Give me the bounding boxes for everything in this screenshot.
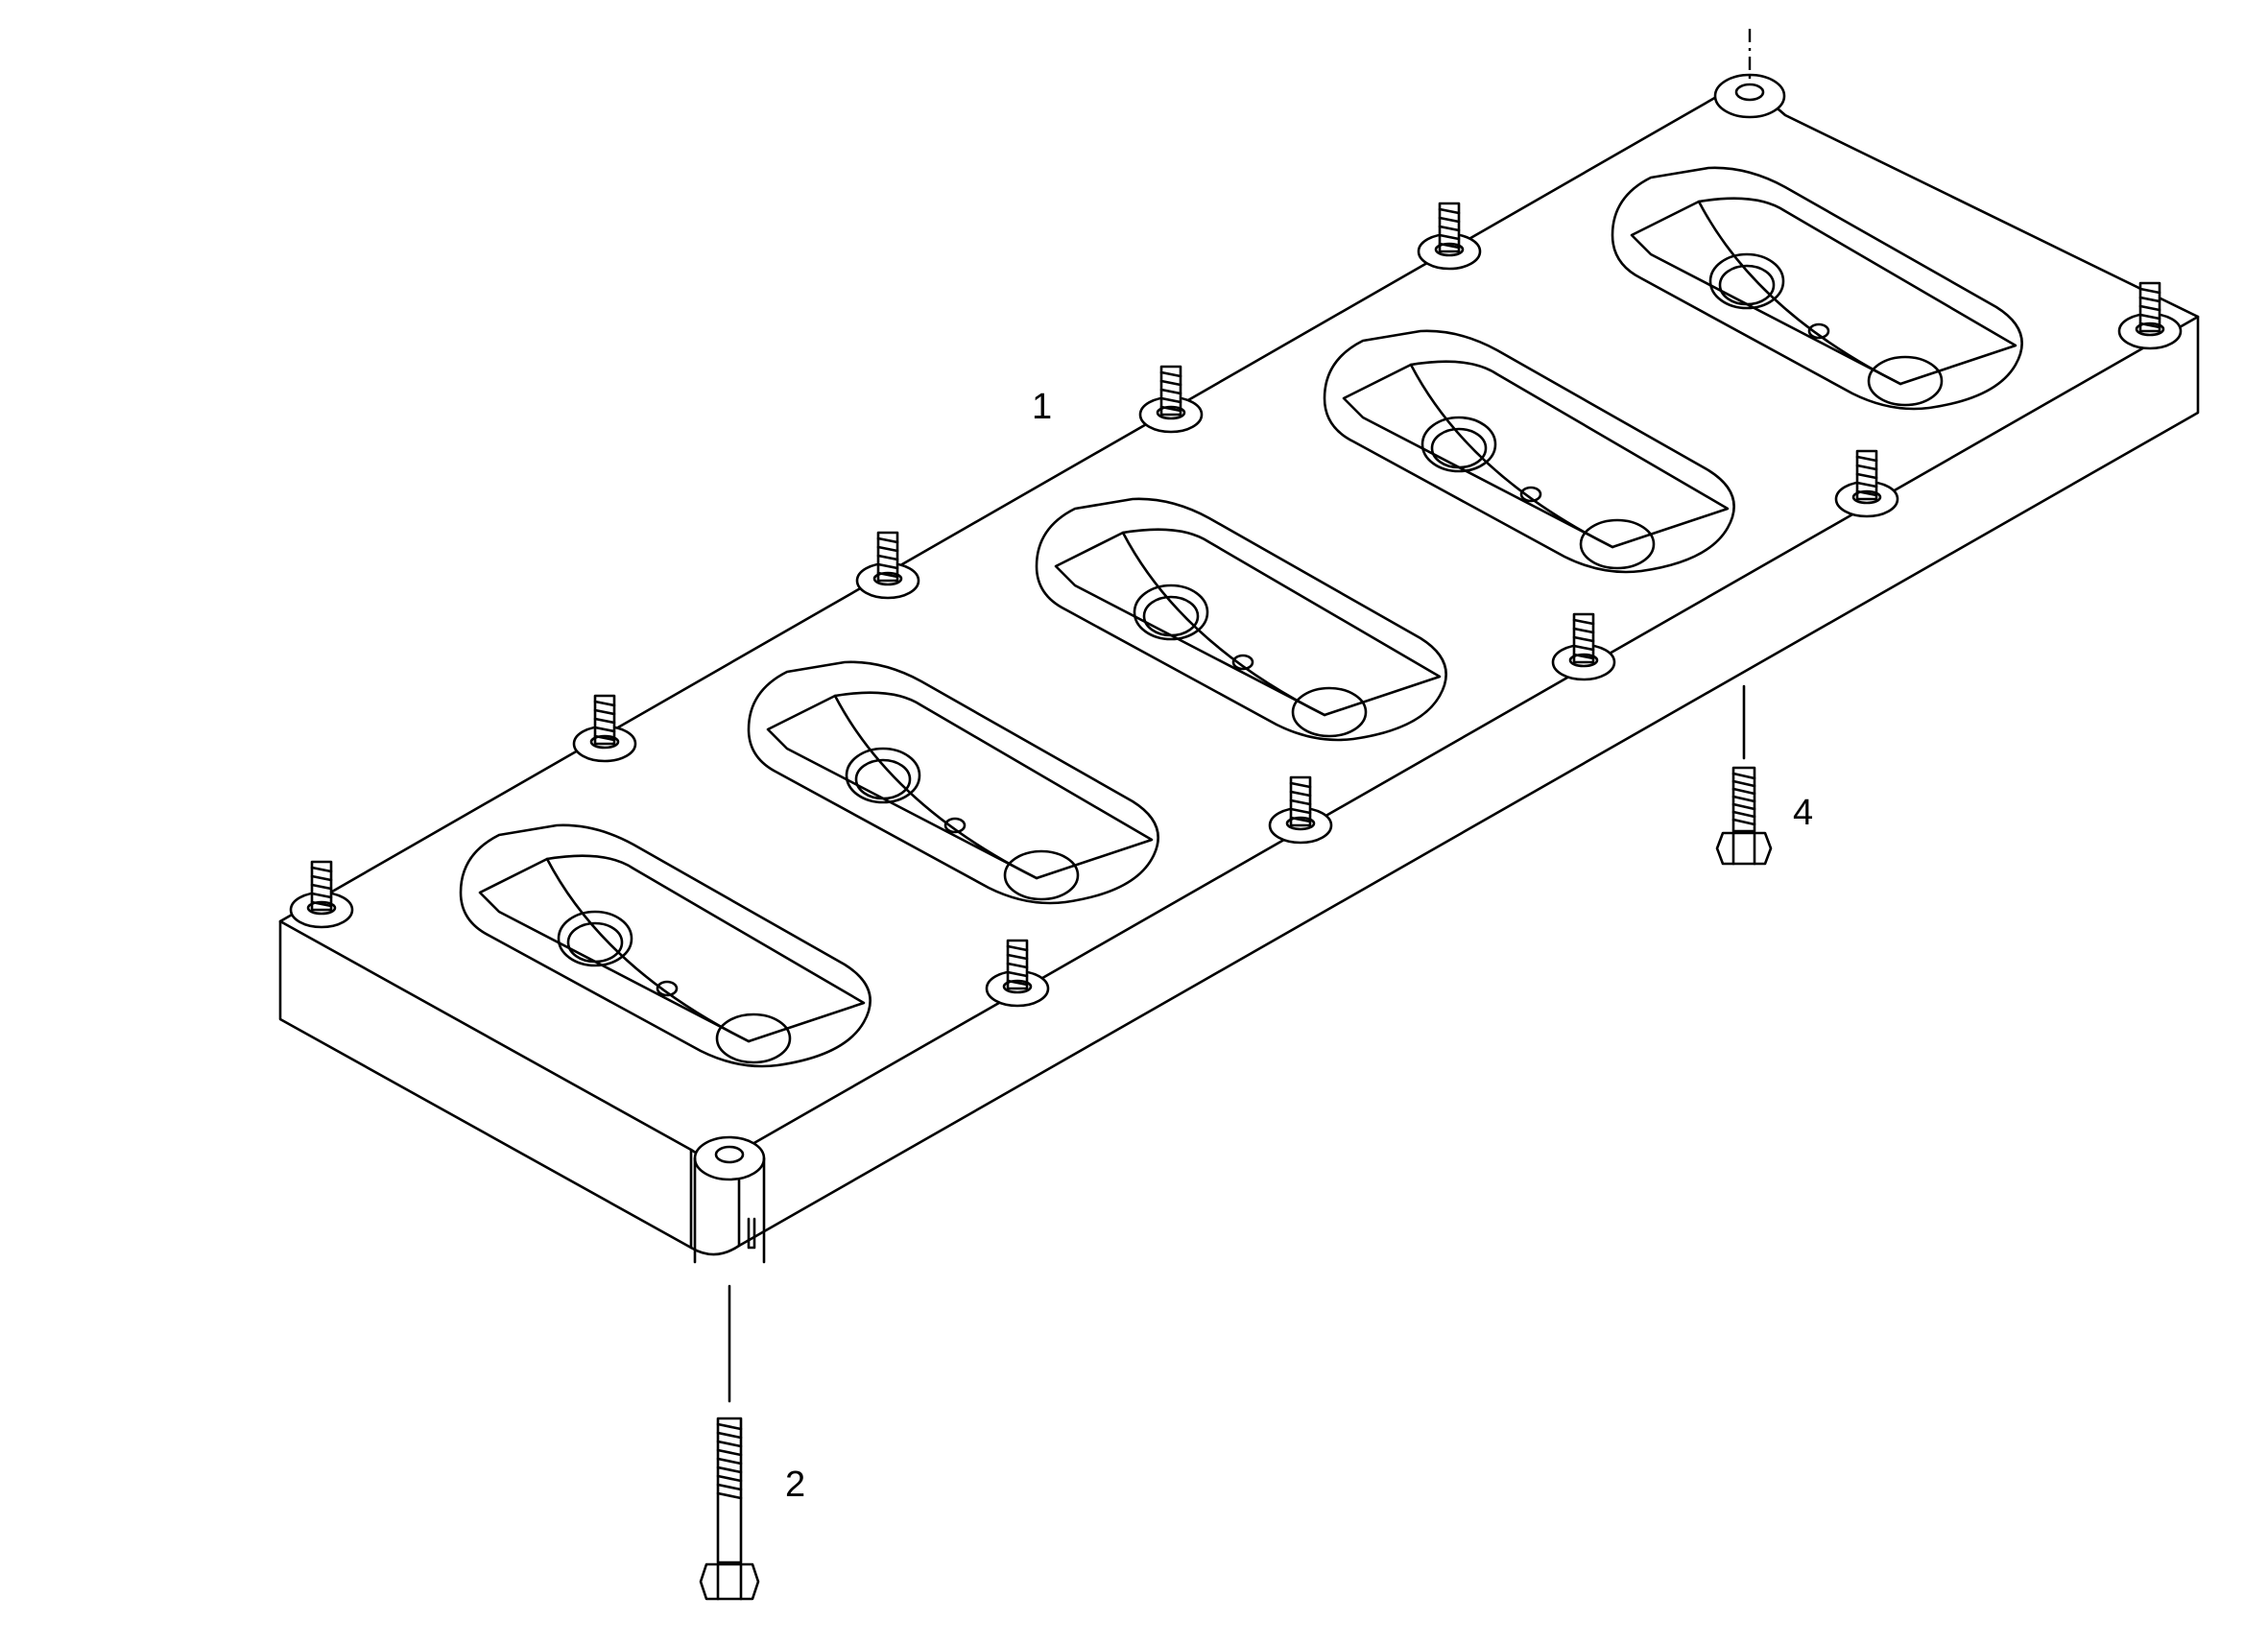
- short-bolt: [1715, 766, 1773, 866]
- corner-boss-front: [693, 1135, 766, 1264]
- stud: [1417, 202, 1482, 271]
- stud: [1834, 449, 1899, 518]
- stud: [855, 531, 920, 600]
- callout-part-1: 1: [1032, 387, 1053, 427]
- corner-boss-back: [1713, 73, 1786, 119]
- valve-pocket: [1611, 166, 2023, 411]
- plate-top-face: [278, 92, 2200, 1160]
- valve-pocket: [747, 660, 1159, 905]
- stud: [2117, 281, 2183, 350]
- stud: [572, 694, 637, 763]
- stud: [985, 939, 1050, 1008]
- stud: [1268, 775, 1333, 845]
- stud: [1138, 365, 1204, 434]
- valve-pockets: [459, 166, 2023, 1068]
- cover-plate: [278, 92, 2200, 1256]
- callout-part-4: 4: [1793, 793, 1814, 833]
- valve-pocket: [1323, 329, 1735, 574]
- stud: [289, 860, 354, 929]
- valve-pocket: [1035, 497, 1447, 742]
- long-bolt: [699, 1417, 760, 1601]
- plate-bottom-edge: [689, 1244, 741, 1256]
- plate-front-side: [278, 919, 693, 1250]
- stud: [1551, 612, 1616, 681]
- plate-right-side: [737, 315, 2200, 1248]
- studs: [289, 202, 2183, 1008]
- valve-pocket: [459, 823, 871, 1068]
- callout-part-2: 2: [785, 1465, 806, 1505]
